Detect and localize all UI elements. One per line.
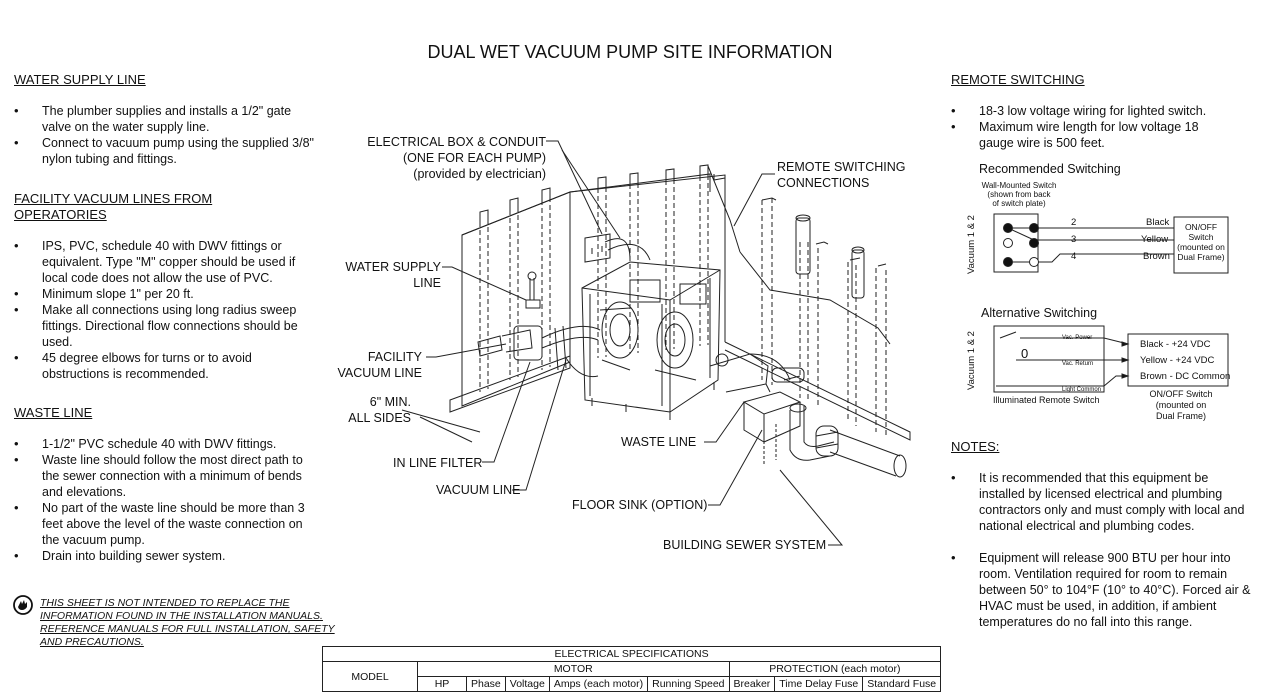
waste-line-list: 1-1/2" PVC schedule 40 with DWV fittings… bbox=[14, 436, 314, 564]
page-title: DUAL WET VACUUM PUMP SITE INFORMATION bbox=[427, 42, 833, 62]
wire-number: 4 bbox=[1071, 251, 1077, 262]
column-header: Standard Fuse bbox=[862, 676, 942, 692]
onoff-switch-box-label: ON/OFF Switch (mounted on Dual Frame) bbox=[1177, 222, 1225, 262]
protection-header: PROTECTION (each motor) bbox=[728, 661, 942, 677]
column-header: Voltage bbox=[504, 676, 550, 692]
table-title: ELECTRICAL SPECIFICATIONS bbox=[321, 646, 942, 662]
water-supply-heading: WATER SUPPLY LINE bbox=[14, 72, 146, 87]
facility-vacuum-heading: FACILITY VACUUM LINES FROM OPERATORIES bbox=[14, 191, 213, 222]
installation-diagram bbox=[401, 140, 911, 546]
waste-line-label: WASTE LINE bbox=[621, 435, 697, 449]
list-item: It is recommended that this equipment be… bbox=[951, 470, 1251, 534]
vacuum-line-label: VACUUM LINE bbox=[436, 483, 521, 497]
inline-filter-label: IN LINE FILTER bbox=[393, 456, 483, 470]
electrical-box-label: ELECTRICAL BOX & CONDUIT (ONE FOR EACH P… bbox=[367, 135, 546, 181]
column-header: Breaker bbox=[728, 676, 776, 692]
list-item: The plumber supplies and installs a 1/2"… bbox=[14, 103, 314, 135]
column-header: Amps (each motor) bbox=[548, 676, 649, 692]
recommended-wiring-diagram bbox=[993, 213, 1229, 274]
alt-wire-label: Brown - DC Common bbox=[1140, 371, 1231, 382]
facility-vacuum-label: FACILITY VACUUM LINE bbox=[337, 350, 422, 380]
list-item: Equipment will release 900 BTU per hour … bbox=[951, 550, 1251, 630]
column-header: Phase bbox=[466, 676, 506, 692]
list-item: Maximum wire length for low voltage 18 g… bbox=[951, 119, 1199, 151]
warning-note: THIS SHEET IS NOT INTENDED TO REPLACE TH… bbox=[40, 597, 335, 648]
wire-number: 3 bbox=[1071, 234, 1077, 245]
electrical-specs-table: ELECTRICAL SPECIFICATIONS MODEL MOTOR PR… bbox=[321, 646, 942, 692]
list-item: 18-3 low voltage wiring for lighted swit… bbox=[951, 103, 1251, 119]
column-header: Time Delay Fuse bbox=[774, 676, 864, 692]
list-item: Minimum slope 1" per 20 ft. bbox=[14, 286, 312, 302]
column-header: Running Speed bbox=[647, 676, 730, 692]
list-item: IPS, PVC, schedule 40 with DWV fittings … bbox=[14, 238, 312, 286]
alt-onoff-caption: ON/OFF Switch (mounted on Dual Frame) bbox=[1149, 389, 1213, 421]
warning-hand-icon bbox=[13, 595, 33, 615]
water-supply-list: The plumber supplies and installs a 1/2"… bbox=[14, 103, 314, 167]
notes-list: It is recommended that this equipment be… bbox=[951, 470, 1251, 630]
alt-wire-label: Yellow - +24 VDC bbox=[1140, 355, 1215, 366]
remote-connections-label: REMOTE SWITCHING CONNECTIONS bbox=[777, 160, 906, 190]
list-item: No part of the waste line should be more… bbox=[14, 500, 314, 548]
model-header: MODEL bbox=[322, 661, 418, 692]
facility-vacuum-list: IPS, PVC, schedule 40 with DWV fittings … bbox=[14, 238, 312, 382]
list-item: Drain into building sewer system. bbox=[14, 548, 314, 564]
light-common-label: Light Common bbox=[1062, 387, 1102, 393]
list-item: Connect to vacuum pump using the supplie… bbox=[14, 135, 314, 167]
notes-heading: NOTES: bbox=[951, 439, 1000, 454]
switch-zero-label: 0 bbox=[1021, 346, 1029, 361]
illuminated-switch-caption: Illuminated Remote Switch bbox=[993, 395, 1100, 405]
waste-line-heading: WASTE LINE bbox=[14, 405, 93, 420]
wire-number: 2 bbox=[1071, 217, 1077, 228]
floor-sink-label: FLOOR SINK (OPTION) bbox=[572, 498, 708, 512]
vacuum-label-alt: Vacuum 1 & 2 bbox=[966, 331, 977, 390]
wire-color: Yellow bbox=[1141, 234, 1169, 245]
alt-wire-label: Black - +24 VDC bbox=[1140, 339, 1211, 350]
motor-header: MOTOR bbox=[417, 661, 730, 677]
list-item: Make all connections using long radius s… bbox=[14, 302, 312, 350]
vac-return-label: Vac. Return bbox=[1062, 361, 1094, 367]
building-sewer-label: BUILDING SEWER SYSTEM bbox=[663, 538, 827, 552]
vacuum-label: Vacuum 1 & 2 bbox=[966, 215, 977, 274]
wire-color: Black bbox=[1146, 217, 1170, 228]
remote-switching-list: 18-3 low voltage wiring for lighted swit… bbox=[951, 103, 1251, 151]
vac-power-label: Vac. Power bbox=[1062, 335, 1093, 341]
clearance-label: 6" MIN. ALL SIDES bbox=[348, 395, 411, 425]
alternative-switching-title: Alternative Switching bbox=[981, 306, 1098, 320]
recommended-switching-title: Recommended Switching bbox=[979, 162, 1121, 176]
water-supply-label: WATER SUPPLY LINE bbox=[345, 260, 441, 290]
list-item: 1-1/2" PVC schedule 40 with DWV fittings… bbox=[14, 436, 314, 452]
list-item: 45 degree elbows for turns or to avoid o… bbox=[14, 350, 312, 382]
remote-switching-heading: REMOTE SWITCHING bbox=[951, 72, 1085, 87]
wall-switch-caption: Wall-Mounted Switch (shown from back of … bbox=[981, 181, 1057, 208]
column-header: HP bbox=[417, 676, 467, 692]
list-item: Waste line should follow the most direct… bbox=[14, 452, 314, 500]
alternative-wiring-diagram bbox=[993, 325, 1229, 393]
wire-color: Brown bbox=[1143, 251, 1170, 262]
